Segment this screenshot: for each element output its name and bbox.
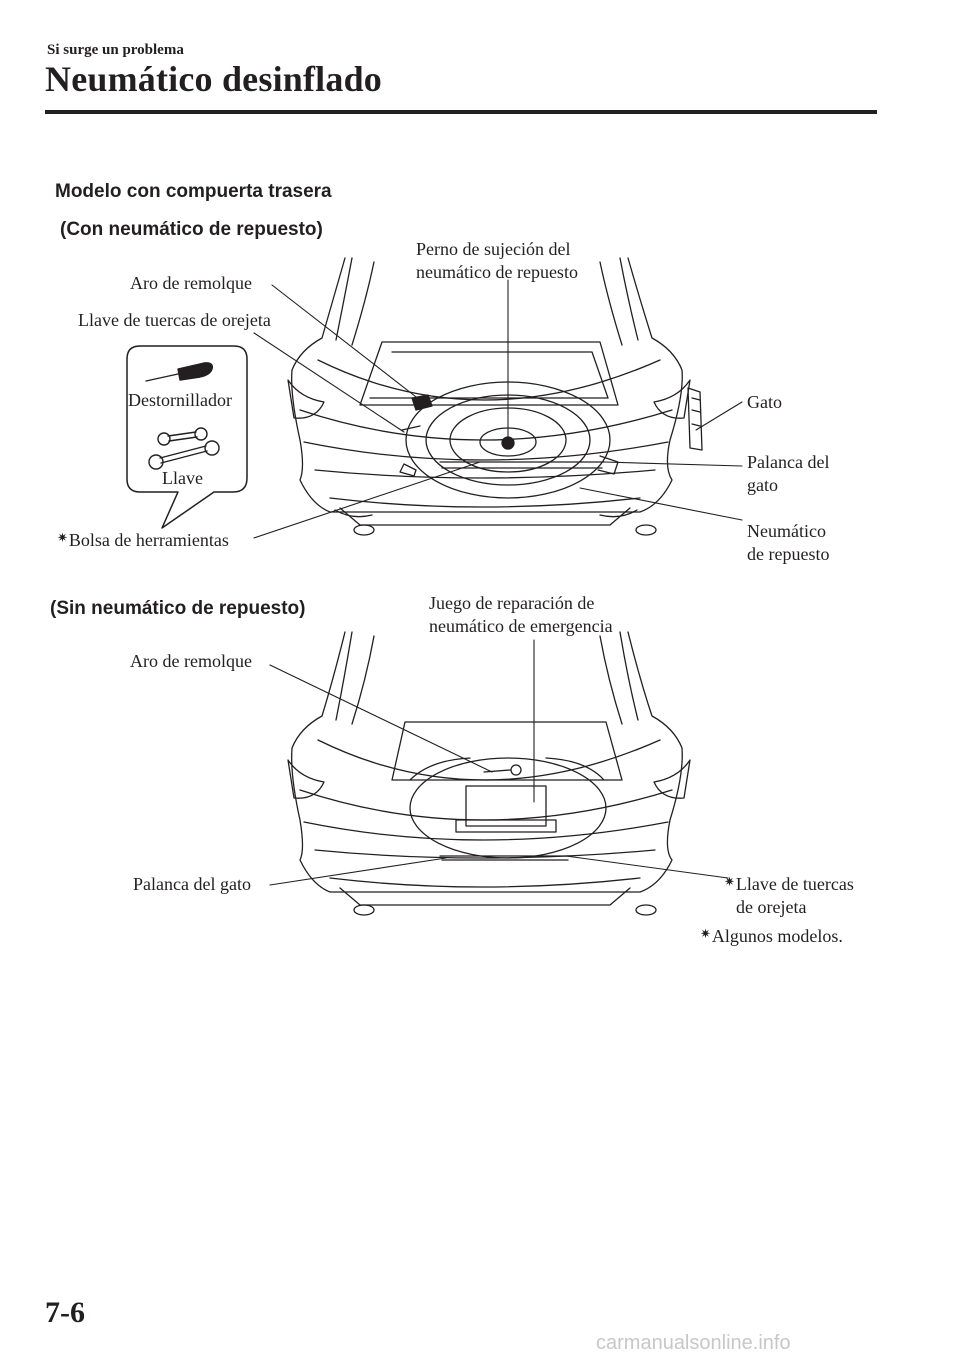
footnote: ✷Algunos modelos. bbox=[700, 926, 843, 946]
label-jack-handle-top: Palanca del gato bbox=[747, 452, 830, 495]
label-jack-handle-bottom: Palanca del gato bbox=[133, 874, 251, 894]
label-spare-bolt: Perno de sujeción del neumático de repue… bbox=[416, 239, 578, 282]
section-label: Si surge un problema bbox=[47, 42, 184, 58]
label-repair-kit: Juego de reparación de neumático de emer… bbox=[429, 593, 613, 636]
label-spare-tire: Neumático de repuesto bbox=[747, 521, 830, 564]
page-title: Neumático desinflado bbox=[45, 59, 382, 99]
watermark: carmanualsonline.info bbox=[596, 1332, 791, 1354]
page-number: 7-6 bbox=[45, 1296, 85, 1329]
label-screwdriver: Destornillador bbox=[128, 390, 232, 410]
label-jack: Gato bbox=[747, 392, 782, 412]
label-tow-hook-bottom: Aro de remolque bbox=[130, 651, 252, 671]
asterisk-icon: ✷ bbox=[700, 926, 711, 941]
screwdriver-icon bbox=[145, 362, 214, 382]
label-tool-bag: ✷Bolsa de herramientas bbox=[57, 530, 229, 550]
top-diagram-subtitle: (Con neumático de repuesto) bbox=[60, 219, 323, 240]
car-rear-body-bottom bbox=[287, 631, 691, 916]
label-lug-wrench-bottom: ✷Llave de tuercas de orejeta bbox=[724, 874, 854, 917]
asterisk-icon: ✷ bbox=[724, 874, 735, 889]
label-tow-hook-top: Aro de remolque bbox=[130, 273, 252, 293]
wrench-icon bbox=[148, 427, 220, 470]
label-wrench: Llave bbox=[162, 468, 203, 488]
asterisk-icon: ✷ bbox=[57, 530, 68, 545]
bottom-diagram-subtitle: (Sin neumático de repuesto) bbox=[50, 598, 306, 619]
label-lug-wrench-top: Llave de tuercas de orejeta bbox=[78, 310, 271, 330]
model-heading: Modelo con compuerta trasera bbox=[55, 181, 332, 202]
title-rule bbox=[45, 110, 877, 114]
